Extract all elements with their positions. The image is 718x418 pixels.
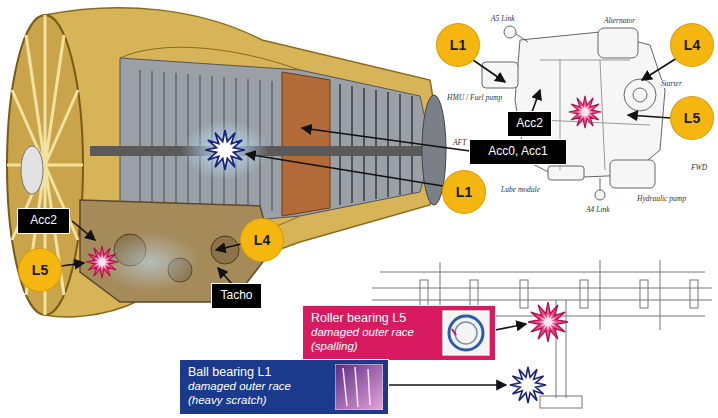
shaft-schematic <box>539 313 557 331</box>
engine-cutaway <box>282 72 330 216</box>
engine-cutaway <box>86 246 118 278</box>
callout-number: L4 <box>241 219 283 261</box>
shaft-schematic <box>528 302 568 342</box>
leader-line <box>302 128 470 151</box>
sensor-text: Tacho <box>220 289 252 302</box>
gearbox-sketch <box>610 160 655 188</box>
callout-text: L4 <box>684 38 700 52</box>
callout-text: Roller bearing L5 <box>311 311 435 326</box>
gearbox-sketch <box>548 166 584 180</box>
callout-text: L5 <box>684 111 700 125</box>
callout-text: L5 <box>32 263 48 277</box>
shaft-schematic <box>540 396 582 408</box>
gearbox-sketch <box>600 178 601 190</box>
sensor-text: Acc2 <box>30 214 57 227</box>
callout-number: L4 <box>671 24 713 66</box>
leader-line <box>246 154 443 186</box>
gearbox-sketch <box>633 88 647 102</box>
leader-line <box>628 115 671 118</box>
sensor-label: Acc2 <box>508 112 551 136</box>
engine-cutaway <box>45 8 442 317</box>
sensor-text: Acc2 <box>516 117 543 130</box>
engine-cutaway <box>205 130 245 170</box>
part-label: Alternator <box>603 17 636 25</box>
part-label: A5 Link <box>490 15 516 23</box>
leader-line <box>495 324 526 330</box>
leader-line <box>473 60 505 82</box>
gearbox-sketch <box>516 34 528 42</box>
photo-inset <box>442 310 490 356</box>
gearbox-sketch <box>598 28 638 58</box>
engine-cutaway <box>120 47 300 70</box>
damage-description: damaged outer race (spalling) <box>311 326 435 354</box>
callout-number: L1 <box>443 171 485 213</box>
part-label: A4 Link <box>585 206 611 214</box>
gearbox-sketch <box>595 190 605 200</box>
gearbox-sketch <box>504 26 516 38</box>
callout-text: Ball bearing L1 <box>188 365 328 380</box>
photo-inset <box>442 310 490 356</box>
callout-text: L1 <box>450 38 466 52</box>
photo-inset <box>335 364 383 410</box>
callout-text: L4 <box>254 233 270 247</box>
callout-number: L5 <box>671 97 713 139</box>
leader-line <box>61 263 84 266</box>
sensor-text: Acc0, Acc1 <box>488 145 547 158</box>
engine-cutaway <box>340 84 412 205</box>
sensor-label: Acc2 <box>18 209 69 233</box>
part-label: FWD <box>690 164 708 172</box>
part-label: Lube module <box>500 186 541 194</box>
damage-callout: Roller bearing L5damaged outer race (spa… <box>303 306 495 360</box>
part-label: HMU / Fuel pump <box>446 94 503 102</box>
leader-line <box>72 221 95 240</box>
photo-inset <box>449 316 483 350</box>
leader-line <box>642 58 677 80</box>
damage-callout: Ball bearing L1damaged outer race (heavy… <box>180 360 388 414</box>
shaft-schematic <box>580 280 588 308</box>
part-label: AFT <box>452 139 467 147</box>
part-label: Starter <box>660 80 683 88</box>
callout-text: L1 <box>456 185 472 199</box>
engine-cutaway <box>7 15 83 315</box>
leader-line <box>532 90 540 112</box>
gearbox-sketch <box>569 96 601 128</box>
gearbox-sketch <box>624 79 656 111</box>
engine-cutaway <box>7 15 83 315</box>
shaft-schematic <box>510 367 546 403</box>
callout-number: L5 <box>19 249 61 291</box>
callout-number: L1 <box>437 24 479 66</box>
engine-cutaway <box>211 236 239 264</box>
damage-description: damaged outer race (heavy scratch) <box>188 380 328 408</box>
sensor-label: Tacho <box>212 284 261 308</box>
engine-cutaway <box>21 146 43 194</box>
leader-line <box>61 58 677 385</box>
gearbox-sketch <box>482 26 665 200</box>
shaft-schematic <box>420 280 428 308</box>
photo-inset <box>343 367 370 407</box>
shaft-schematic <box>520 280 528 308</box>
sensor-label: Acc0, Acc1 <box>470 140 566 164</box>
engine-cutaway <box>94 254 110 270</box>
shaft-schematic <box>690 280 698 308</box>
engine-cutaway <box>181 120 269 180</box>
leader-line <box>216 244 241 250</box>
photo-inset <box>335 364 383 410</box>
photo-inset <box>452 329 456 335</box>
leader-line <box>218 268 232 284</box>
shaft-schematic <box>640 280 648 308</box>
gearbox-sketch <box>577 104 593 120</box>
engine-cutaway <box>7 8 446 317</box>
part-label: Hydraulic pump <box>636 195 687 203</box>
leader-line <box>388 384 506 386</box>
photo-inset <box>455 322 477 344</box>
shaft-schematic <box>470 280 478 308</box>
gearbox-sketch <box>482 62 518 88</box>
